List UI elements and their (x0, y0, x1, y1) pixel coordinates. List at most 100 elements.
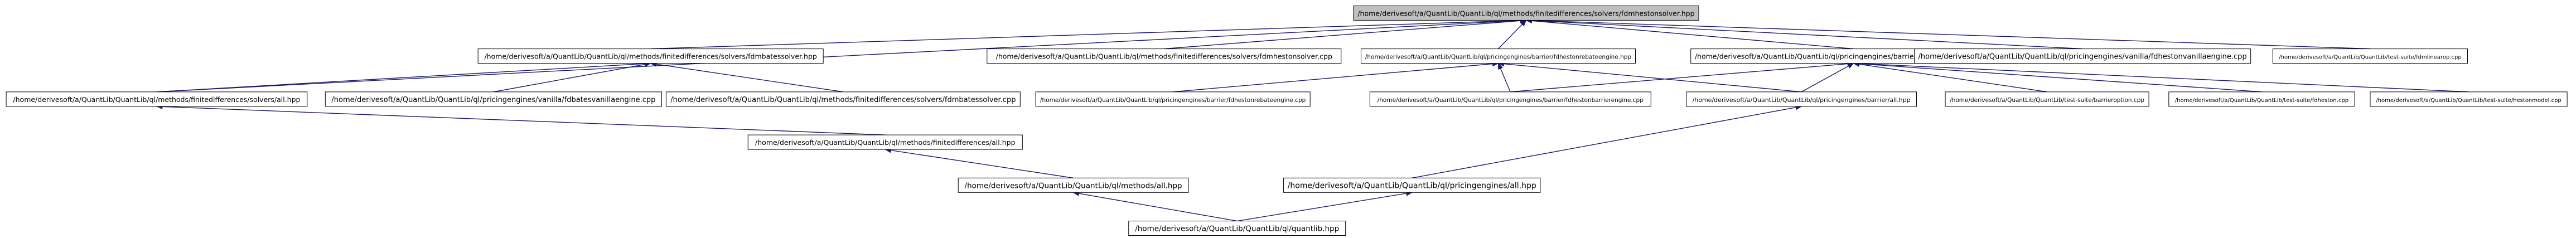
node-label: /home/derivesoft/a/QuantLib/QuantLib/ql/… (1693, 96, 1911, 104)
edge-line (1500, 68, 1511, 93)
graph-node-methods-all[interactable]: /home/derivesoft/a/QuantLib/QuantLib/ql/… (958, 177, 1189, 193)
node-box (1353, 5, 1699, 21)
edge-barrier-all-to-barrier-fdheston-barrier (1801, 62, 1854, 93)
graph-node-solvers-all[interactable]: /home/derivesoft/a/QuantLib/QuantLib/ql/… (6, 91, 308, 107)
node-label: /home/derivesoft/a/QuantLib/QuantLib/tes… (2279, 55, 2461, 61)
edge-line (1497, 24, 1523, 50)
nodes: /home/derivesoft/a/QuantLib/QuantLib/ql/… (6, 5, 2568, 236)
edge-line (1237, 193, 1407, 222)
edge-line (1531, 20, 1854, 50)
node-label: /home/derivesoft/a/QuantLib/QuantLib/tes… (1950, 97, 2144, 104)
node-label: /home/derivesoft/a/QuantLib/QuantLib/tes… (2175, 98, 2348, 104)
edge-line (1510, 63, 1848, 93)
node-box (2272, 48, 2468, 64)
graph-node-fdmbatessolver-cpp[interactable]: /home/derivesoft/a/QuantLib/QuantLib/ql/… (665, 91, 1021, 107)
node-label: /home/derivesoft/a/QuantLib/QuantLib/ql/… (331, 96, 655, 104)
edge-quantlib-hpp-to-methods-all (1072, 191, 1238, 222)
edge-line (493, 64, 645, 93)
node-box (1369, 91, 1651, 107)
graph-node-quantlib-hpp[interactable]: /home/derivesoft/a/QuantLib/QuantLib/ql/… (1128, 221, 1346, 236)
edge-line (650, 20, 1521, 50)
graph-node-pricingengines-all[interactable]: /home/derivesoft/a/QuantLib/QuantLib/ql/… (1283, 177, 1541, 193)
graph-node-barrier-fdheston-rebate[interactable]: /home/derivesoft/a/QuantLib/QuantLib/ql/… (1360, 48, 1636, 64)
graph-node-barrier-rebate-cpp[interactable]: /home/derivesoft/a/QuantLib/QuantLib/ql/… (1035, 91, 1311, 107)
edges (156, 18, 2469, 222)
node-label: /home/derivesoft/a/QuantLib/QuantLib/ql/… (1288, 181, 1536, 190)
graph-node-fdmhestonsolver-cpp[interactable]: /home/derivesoft/a/QuantLib/QuantLib/ql/… (987, 48, 1342, 64)
node-label: /home/derivesoft/a/QuantLib/QuantLib/ql/… (1357, 9, 1694, 17)
graph-node-test-fdmlinearop[interactable]: /home/derivesoft/a/QuantLib/QuantLib/tes… (2272, 48, 2468, 64)
node-box (1128, 221, 1346, 236)
edge-line (1504, 63, 1802, 93)
edge-line (1164, 20, 1521, 50)
node-label: /home/derivesoft/a/QuantLib/QuantLib/ql/… (1135, 225, 1339, 234)
node-label: /home/derivesoft/a/QuantLib/QuantLib/ql/… (755, 138, 1016, 147)
edge-line (156, 63, 645, 93)
node-box (958, 177, 1189, 193)
edge-quantlib-hpp-to-pricingengines-all (1237, 191, 1413, 222)
graph-node-fd-all[interactable]: /home/derivesoft/a/QuantLib/QuantLib/ql/… (747, 134, 1023, 150)
node-label: /home/derivesoft/a/QuantLib/QuantLib/ql/… (670, 96, 1016, 104)
edge-line (1801, 65, 1849, 93)
graph-node-vanilla-fdheston-cpp[interactable]: /home/derivesoft/a/QuantLib/QuantLib/ql/… (1914, 48, 2251, 64)
node-label: /home/derivesoft/a/QuantLib/QuantLib/ql/… (1365, 54, 1632, 61)
edge-line (1079, 193, 1238, 222)
edge-line (1531, 20, 2370, 50)
edge-line (162, 106, 886, 135)
edge-barrier-barrier-cpp-to-barrier-fdheston-rebate (1497, 62, 1511, 93)
edge-barrier-fdheston-rebate-to-root (1497, 20, 1527, 50)
node-box (325, 91, 662, 107)
node-box (1360, 48, 1636, 64)
edge-line (1859, 63, 2469, 93)
edge-fdmbatessolver-hpp-to-root (650, 18, 1527, 50)
node-label: /home/derivesoft/a/QuantLib/QuantLib/ql/… (965, 181, 1182, 190)
node-label: /home/derivesoft/a/QuantLib/QuantLib/ql/… (1918, 53, 2247, 61)
node-box (6, 91, 308, 107)
node-label: /home/derivesoft/a/QuantLib/QuantLib/ql/… (13, 95, 300, 104)
graph-node-test-hestonmodel[interactable]: /home/derivesoft/a/QuantLib/QuantLib/tes… (2370, 91, 2568, 107)
node-box (1914, 48, 2251, 64)
edge-line (1859, 64, 2047, 93)
graph-node-test-barrieroption[interactable]: /home/derivesoft/a/QuantLib/QuantLib/tes… (1945, 91, 2149, 107)
node-label: /home/derivesoft/a/QuantLib/QuantLib/tes… (2376, 98, 2561, 104)
node-box (1283, 177, 1541, 193)
edge-barrier-barrier-cpp-to-barrier-fdheston-barrier (1510, 61, 1854, 93)
node-label: /home/derivesoft/a/QuantLib/QuantLib/ql/… (996, 52, 1332, 61)
edge-barrier-all-to-barrier-fdheston-rebate (1497, 61, 1802, 93)
edge-barrier-rebate-cpp-to-barrier-fdheston-rebate (1173, 61, 1499, 93)
node-box (477, 48, 824, 64)
graph-node-vanilla-fdbates-cpp[interactable]: /home/derivesoft/a/QuantLib/QuantLib/ql/… (325, 91, 662, 107)
edge-test-fdmlinearop-to-root (1525, 18, 2370, 50)
node-box (1035, 91, 1311, 107)
node-label: /home/derivesoft/a/QuantLib/QuantLib/ql/… (1040, 97, 1306, 104)
arrowhead-icon (1847, 62, 1854, 69)
graph-node-test-fdheston[interactable]: /home/derivesoft/a/QuantLib/QuantLib/tes… (2168, 91, 2355, 107)
edge-line (1859, 63, 2262, 93)
arrowhead-icon (1497, 62, 1503, 70)
node-box (987, 48, 1342, 64)
edge-line (891, 149, 1074, 179)
node-box (2370, 91, 2568, 107)
edge-line (1173, 63, 1493, 93)
edge-line (1531, 20, 2083, 50)
graph-node-barrier-barrier-cpp[interactable]: /home/derivesoft/a/QuantLib/QuantLib/ql/… (1369, 91, 1651, 107)
edge-line (656, 64, 843, 93)
node-label: /home/derivesoft/a/QuantLib/QuantLib/ql/… (484, 52, 816, 61)
edge-fd-all-to-solvers-all (156, 104, 886, 135)
edge-vanilla-fdbates-cpp-to-fdmbatessolver-hpp (493, 61, 651, 93)
graph-node-barrier-all[interactable]: /home/derivesoft/a/QuantLib/QuantLib/ql/… (1686, 91, 1917, 107)
node-box (747, 134, 1023, 150)
edge-line (156, 20, 1521, 93)
node-box (1945, 91, 2149, 107)
node-box (1686, 91, 1917, 107)
graph-node-fdmbatessolver-hpp[interactable]: /home/derivesoft/a/QuantLib/QuantLib/ql/… (477, 48, 824, 64)
edge-methods-all-to-fd-all (884, 147, 1074, 179)
node-label: /home/derivesoft/a/QuantLib/QuantLib/ql/… (1378, 97, 1644, 104)
edge-pricingengines-all-to-barrier-all (1412, 105, 1802, 179)
node-box (2168, 91, 2355, 107)
edge-line (1412, 106, 1796, 179)
graph-node-root: /home/derivesoft/a/QuantLib/QuantLib/ql/… (1353, 5, 1699, 21)
node-box (665, 91, 1021, 107)
edge-fdmbatessolver-cpp-to-fdmbatessolver-hpp (650, 61, 843, 93)
